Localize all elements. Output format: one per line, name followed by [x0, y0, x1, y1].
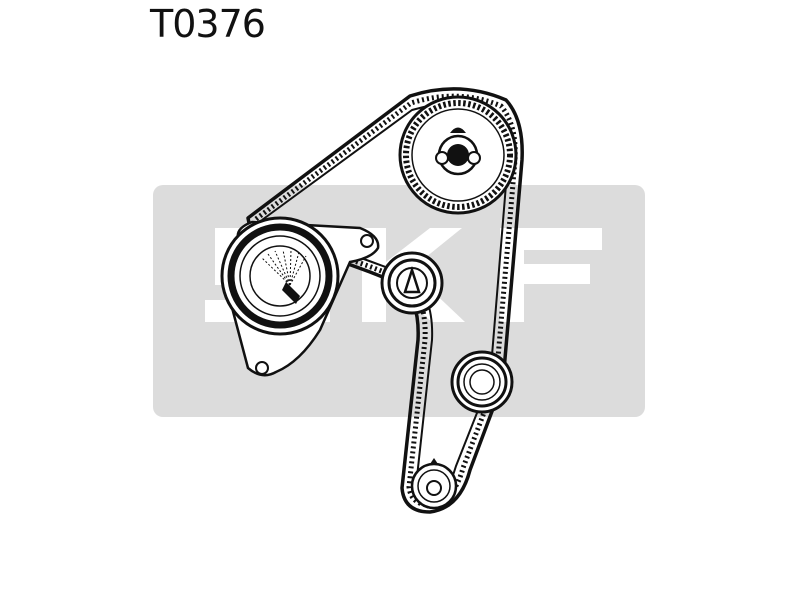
- part-number: T0376: [150, 2, 266, 46]
- tensioner-pulley-icon: [220, 216, 380, 377]
- idler-pulley-large-icon: [450, 350, 514, 414]
- camshaft-pulley-icon: [398, 95, 518, 215]
- idler-pulley-small-icon: [380, 251, 444, 315]
- crankshaft-pulley-icon: [410, 458, 458, 510]
- tensioner-index-marks: [261, 249, 307, 286]
- logo-brand-text: SKF: [399, 409, 401, 411]
